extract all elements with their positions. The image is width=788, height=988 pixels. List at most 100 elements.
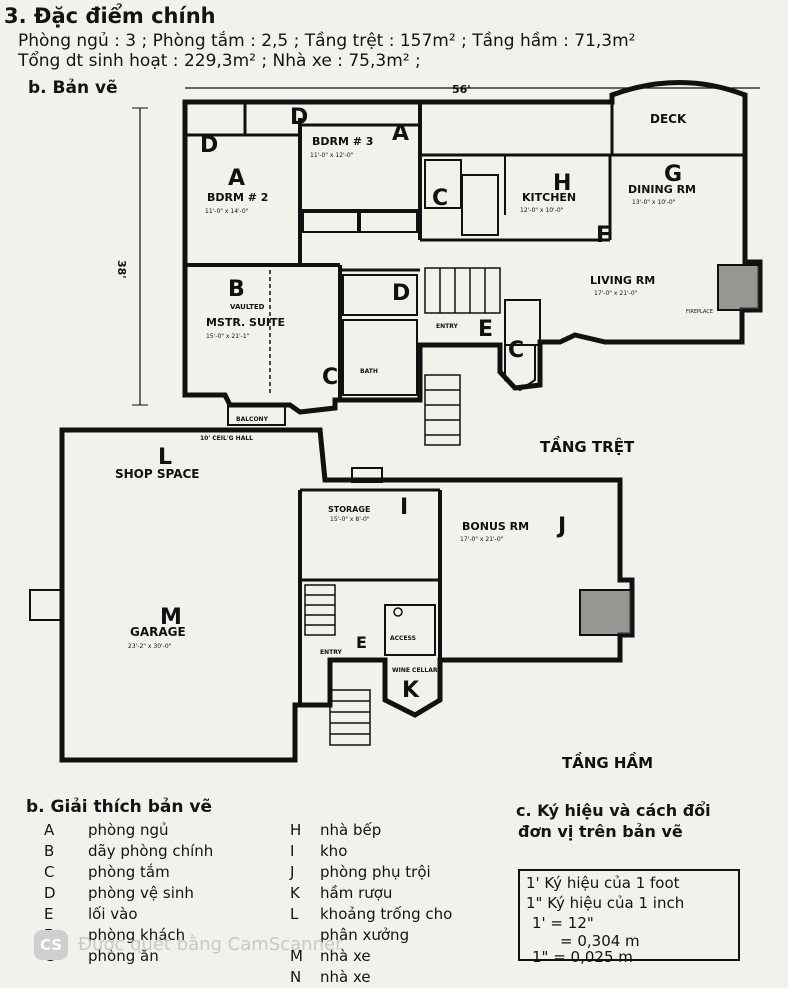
room-garage-size: 23'-2" x 30'-0"	[128, 643, 172, 650]
letter-L: L	[158, 445, 172, 470]
legend-key: H	[290, 821, 302, 839]
room-living-size: 17'-0" x 21'-0"	[594, 290, 638, 297]
legend-text: phân xưởng	[320, 926, 410, 944]
legend-item: phân xưởng	[290, 925, 510, 946]
conversion-line-5: 1" = 0,025 m	[532, 948, 633, 966]
letter-H: H	[553, 171, 571, 196]
letter-E: E	[478, 317, 493, 342]
conversion-line-3: 1' = 12"	[532, 914, 594, 932]
room-wine: WINE CELLAR	[392, 667, 438, 674]
legend-text: nhà xe	[320, 947, 371, 965]
spec-line-1: Phòng ngủ : 3 ; Phòng tắm : 2,5 ; Tầng t…	[18, 31, 636, 51]
room-master: MSTR. SUITE	[206, 316, 285, 329]
room-deck: DECK	[650, 112, 687, 126]
room-balcony: BALCONY	[236, 416, 269, 423]
room-entry: ENTRY	[436, 323, 459, 330]
letter-C-half: C	[508, 338, 524, 363]
letter-C-bath: C	[432, 186, 448, 211]
room-ceiling: 10' CEIL'G HALL	[200, 435, 253, 442]
legend-key: I	[290, 842, 295, 860]
legend-key: N	[290, 968, 302, 986]
letter-A-bdrm2: A	[228, 166, 245, 191]
legend-text: lối vào	[88, 905, 138, 923]
room-bdrm3-size: 11'-0" x 12'-0"	[310, 152, 354, 159]
legend-text: hầm rượu	[320, 884, 393, 902]
letter-F: F	[596, 223, 611, 248]
legend-text: phòng phụ trội	[320, 863, 431, 881]
room-living: LIVING RM	[590, 274, 655, 287]
room-bonus-size: 17'-0" x 21'-0"	[460, 536, 504, 543]
height-dimension: 38'	[115, 260, 128, 279]
legend-text: phòng khách	[88, 926, 186, 944]
room-bdrm3: BDRM # 3	[312, 135, 373, 148]
legend-text: phòng vệ sinh	[88, 884, 194, 902]
legend-key: C	[44, 863, 55, 881]
room-master-size: 15'-0" x 21'-1"	[206, 333, 250, 340]
room-bath: BATH	[360, 368, 378, 375]
room-bdrm2: BDRM # 2	[207, 191, 268, 204]
legend-key: D	[44, 884, 56, 902]
room-bdrm2-size: 11'-0" x 14'-0"	[205, 208, 249, 215]
width-dimension: 56'	[452, 83, 471, 96]
letter-G: G	[664, 162, 682, 187]
spec-line-2: Tổng dt sinh hoạt : 229,3m² ; Nhà xe : 7…	[18, 51, 421, 71]
camscanner-logo: CS	[34, 930, 68, 960]
conversion-line-2: 1" Ký hiệu của 1 inch	[526, 894, 685, 912]
legend-key: B	[44, 842, 55, 860]
basement-label: TẦNG HẦM	[562, 751, 653, 772]
letter-C-master: C	[322, 365, 338, 390]
room-bonus: BONUS RM	[462, 520, 529, 533]
letter-E-basement: E	[356, 633, 367, 652]
ground-floor-label: TẦNG TRỆT	[540, 435, 635, 456]
room-kitchen: KITCHEN	[522, 191, 576, 204]
letter-D-2: D	[290, 105, 308, 130]
letter-B: B	[228, 277, 245, 302]
room-garage: GARAGE	[130, 625, 186, 639]
drawing-title: b. Bản vẽ	[28, 78, 118, 98]
legend-text: phòng ăn	[88, 947, 159, 965]
legend-text: phòng ngủ	[88, 821, 169, 839]
room-fireplace: FIREPLACE	[686, 309, 713, 315]
letter-D-1: D	[200, 133, 218, 158]
letter-K: K	[402, 678, 420, 703]
conversion-line-1: 1' Ký hiệu của 1 foot	[526, 874, 680, 892]
conversion-title-1: c. Ký hiệu và cách đổi	[516, 801, 711, 820]
letter-D-3: D	[392, 281, 410, 306]
legend-key: L	[290, 905, 299, 923]
legend-key: M	[290, 947, 303, 965]
legend-text: kho	[320, 842, 348, 860]
room-entry-basement: ENTRY	[320, 649, 343, 656]
room-storage-size: 15'-0" x 8'-0"	[330, 516, 370, 523]
conversion-title-2: đơn vị trên bản vẽ	[518, 822, 683, 841]
letter-J: J	[556, 514, 566, 539]
legend-text: nhà xe	[320, 968, 371, 986]
room-storage: STORAGE	[328, 505, 370, 514]
letter-I: I	[400, 495, 408, 520]
room-access: ACCESS	[390, 635, 416, 642]
camscanner-watermark: Được quét bằng CamScanner	[78, 934, 343, 955]
legend-title: b. Giải thích bản vẽ	[26, 797, 212, 817]
legend-text: phòng tắm	[88, 863, 170, 881]
letter-A-bdrm3: A	[392, 121, 409, 146]
section-title: 3. Đặc điểm chính	[4, 4, 216, 28]
room-shop: SHOP SPACE	[115, 467, 200, 481]
legend-text: nhà bếp	[320, 821, 382, 839]
conversion-box: 1' Ký hiệu của 1 foot 1" Ký hiệu của 1 i…	[518, 869, 740, 965]
room-vaulted: VAULTED	[230, 303, 265, 311]
room-dining-size: 13'-0" x 10'-0"	[632, 199, 676, 206]
legend-key: E	[44, 905, 54, 923]
room-kitchen-size: 12'-0" x 10'-0"	[520, 207, 564, 214]
